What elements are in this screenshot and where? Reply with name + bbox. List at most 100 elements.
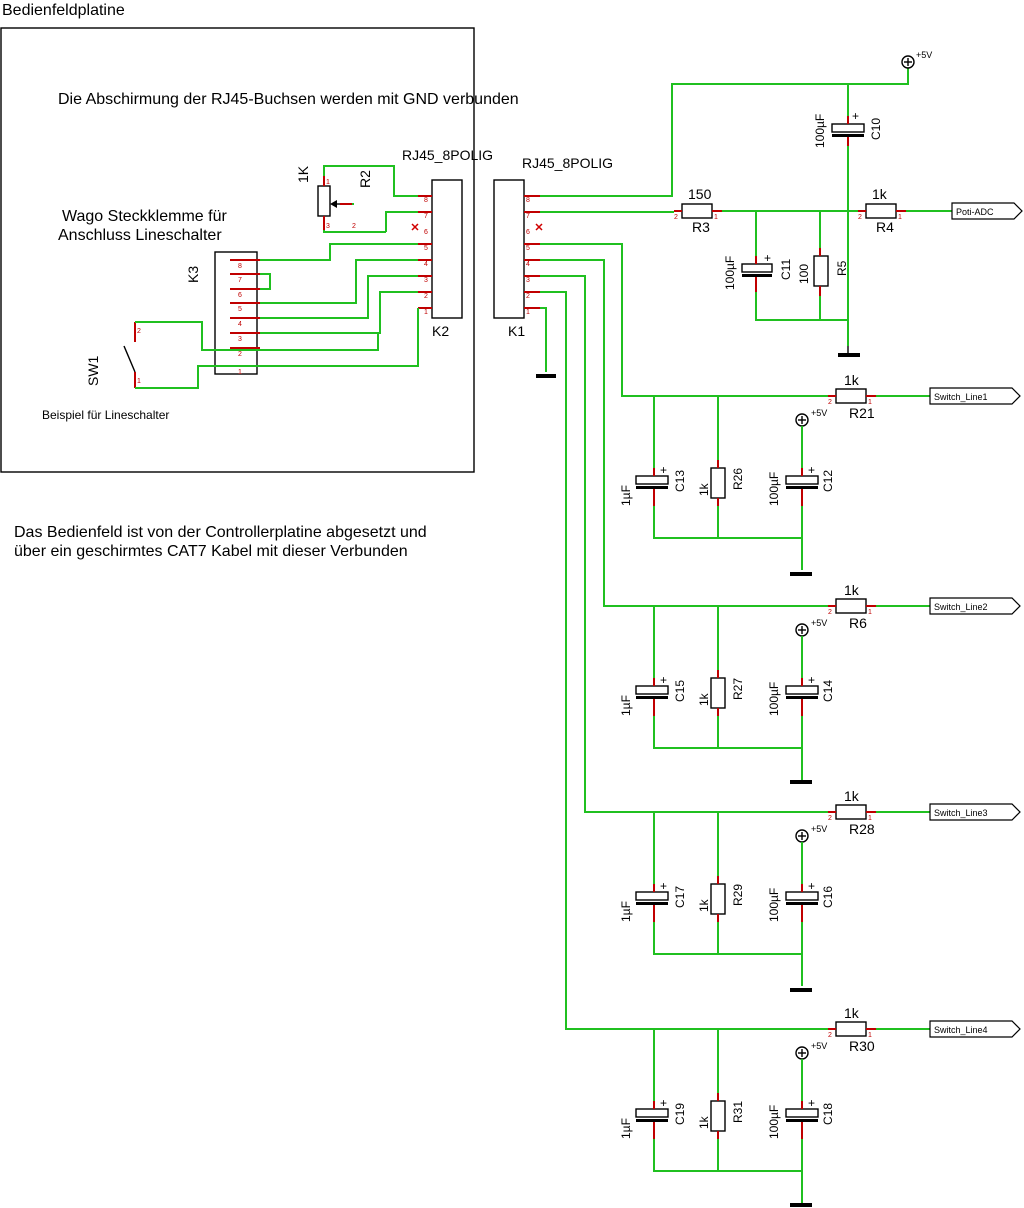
k3-name: K3 bbox=[185, 266, 201, 283]
description-line1: Das Bedienfeld ist von der Controllerpla… bbox=[14, 524, 427, 541]
board-frame bbox=[0, 27, 475, 473]
k1-pin-8: 8 bbox=[526, 197, 530, 204]
r2-pin-3: 3 bbox=[326, 223, 330, 230]
k1-pin-1: 1 bbox=[526, 309, 530, 316]
wago-note-line2: Anschluss Lineschalter bbox=[58, 227, 222, 244]
r4-pin-1: 1 bbox=[898, 214, 902, 221]
c11-name: C11 bbox=[779, 259, 793, 280]
switch-line-label: Switch_Line3 bbox=[934, 808, 988, 818]
k1-value: RJ45_8POLIG bbox=[522, 155, 613, 171]
switch-line-label: Switch_Line2 bbox=[934, 602, 988, 612]
k2-name: K2 bbox=[432, 323, 449, 339]
pulldown-resistor-name: R26 bbox=[731, 468, 745, 490]
pulldown-resistor-value: 1k bbox=[697, 898, 711, 912]
r3-value: 150 bbox=[688, 186, 712, 202]
poti-adc-section: +5V + C10 100µF 150 R3 2 1 1k R4 2 1 Pot… bbox=[674, 50, 1023, 353]
r5-name: R5 bbox=[835, 260, 849, 276]
supply-label: +5V bbox=[811, 618, 827, 628]
r4-value: 1k bbox=[872, 186, 888, 202]
pulldown-resistor-name: R31 bbox=[731, 1101, 745, 1123]
switch-channel-4: 1k R30 2 1 Switch_Line4 + C19 1µF R31 1k… bbox=[619, 1005, 1021, 1203]
k1-pin-2: 2 bbox=[526, 293, 530, 300]
terminal-block-k3: K3 8 7 6 5 4 3 2 1 bbox=[185, 251, 260, 376]
r5-value: 100 bbox=[797, 264, 811, 284]
k3-pin-6: 6 bbox=[238, 292, 242, 299]
gnd-symbols bbox=[536, 353, 860, 1207]
series-resistor-value: 1k bbox=[844, 1005, 860, 1021]
series-resistor-pin-2: 2 bbox=[828, 399, 832, 406]
c10-name: C10 bbox=[869, 118, 883, 140]
series-resistor-pin-1: 1 bbox=[868, 399, 872, 406]
big-capacitor-value: 100µF bbox=[767, 1105, 781, 1139]
small-capacitor-plus: + bbox=[660, 673, 667, 687]
series-resistor-pin-2: 2 bbox=[828, 609, 832, 616]
sw1-pin-2: 2 bbox=[137, 328, 141, 335]
potentiometer-r2: 1K R2 1 2 3 bbox=[295, 165, 373, 230]
k1-pin-4: 4 bbox=[526, 261, 530, 268]
k3-pin-5: 5 bbox=[238, 306, 242, 313]
k1-pin-5: 5 bbox=[526, 245, 530, 252]
big-capacitor-name: C16 bbox=[821, 886, 835, 908]
r2-pin-1: 1 bbox=[326, 179, 330, 186]
series-resistor-pin-1: 1 bbox=[868, 609, 872, 616]
k3-pin-7: 7 bbox=[238, 277, 242, 284]
supply-label: +5V bbox=[811, 1041, 827, 1051]
k3-pin-1: 1 bbox=[238, 369, 242, 376]
series-resistor-name: R6 bbox=[849, 615, 867, 631]
small-capacitor-name: C17 bbox=[673, 886, 687, 908]
big-capacitor-value: 100µF bbox=[767, 472, 781, 506]
c11-plus: + bbox=[764, 251, 771, 265]
switch-line-label: Switch_Line1 bbox=[934, 392, 988, 402]
r2-value: 1K bbox=[295, 165, 311, 183]
switch-channel-2: 1k R6 2 1 Switch_Line2 + C15 1µF R27 1k … bbox=[619, 582, 1021, 780]
pulldown-resistor-name: R27 bbox=[731, 678, 745, 700]
switch-channel-3: 1k R28 2 1 Switch_Line3 + C17 1µF R29 1k… bbox=[619, 788, 1021, 986]
pulldown-resistor-value: 1k bbox=[697, 482, 711, 496]
big-capacitor-plus: + bbox=[808, 1096, 815, 1110]
k3-pin-4: 4 bbox=[238, 321, 242, 328]
series-resistor-name: R21 bbox=[849, 405, 875, 421]
r4-name: R4 bbox=[876, 219, 894, 235]
connector-k1: RJ45_8POLIG K1 8 7 6 5 4 3 2 1 bbox=[493, 155, 613, 339]
k2-pin-6: 6 bbox=[424, 229, 428, 236]
k2-pin-3: 3 bbox=[424, 277, 428, 284]
pulldown-resistor-value: 1k bbox=[697, 1115, 711, 1129]
series-resistor-value: 1k bbox=[844, 582, 860, 598]
switch-sw1: SW1 1 2 bbox=[85, 322, 141, 388]
k2-pin-7: 7 bbox=[424, 213, 428, 220]
k3-pin-2: 2 bbox=[238, 351, 242, 358]
k1-name: K1 bbox=[508, 323, 525, 339]
pulldown-resistor-value: 1k bbox=[697, 692, 711, 706]
big-capacitor-name: C18 bbox=[821, 1103, 835, 1125]
c10-value: 100µF bbox=[813, 114, 827, 148]
k1-pin-6: 6 bbox=[526, 229, 530, 236]
k3-pin-8: 8 bbox=[238, 263, 242, 270]
series-resistor-value: 1k bbox=[844, 788, 860, 804]
k1-pin-7: 7 bbox=[526, 213, 530, 220]
k2-value: RJ45_8POLIG bbox=[402, 147, 493, 163]
sw1-name: SW1 bbox=[85, 355, 101, 386]
small-capacitor-value: 1µF bbox=[619, 901, 633, 922]
supply-label: +5V bbox=[811, 408, 827, 418]
connector-k2: RJ45_8POLIG K2 8 7 6 5 4 3 2 1 bbox=[402, 147, 493, 339]
big-capacitor-plus: + bbox=[808, 463, 815, 477]
r3-name: R3 bbox=[692, 219, 710, 235]
bedienfeld-wires bbox=[135, 165, 419, 389]
series-resistor-pin-2: 2 bbox=[828, 1032, 832, 1039]
k2-pin-8: 8 bbox=[424, 197, 428, 204]
small-capacitor-value: 1µF bbox=[619, 695, 633, 716]
board-title: Bedienfeldplatine bbox=[2, 2, 125, 19]
supply-label: +5V bbox=[811, 824, 827, 834]
r2-name: R2 bbox=[357, 170, 373, 188]
switch-channel-1: 1k R21 2 1 Switch_Line1 + C13 1µF R26 1k… bbox=[619, 372, 1021, 570]
small-capacitor-plus: + bbox=[660, 463, 667, 477]
switch-example-note: Beispiel für Lineschalter bbox=[42, 408, 169, 422]
poti-adc-label: Poti-ADC bbox=[956, 207, 994, 217]
switch-line-label: Switch_Line4 bbox=[934, 1025, 988, 1035]
big-capacitor-plus: + bbox=[808, 673, 815, 687]
k2-pin-4: 4 bbox=[424, 261, 428, 268]
big-capacitor-plus: + bbox=[808, 879, 815, 893]
big-capacitor-name: C14 bbox=[821, 680, 835, 702]
pulldown-resistor-name: R29 bbox=[731, 884, 745, 906]
small-capacitor-value: 1µF bbox=[619, 1118, 633, 1139]
